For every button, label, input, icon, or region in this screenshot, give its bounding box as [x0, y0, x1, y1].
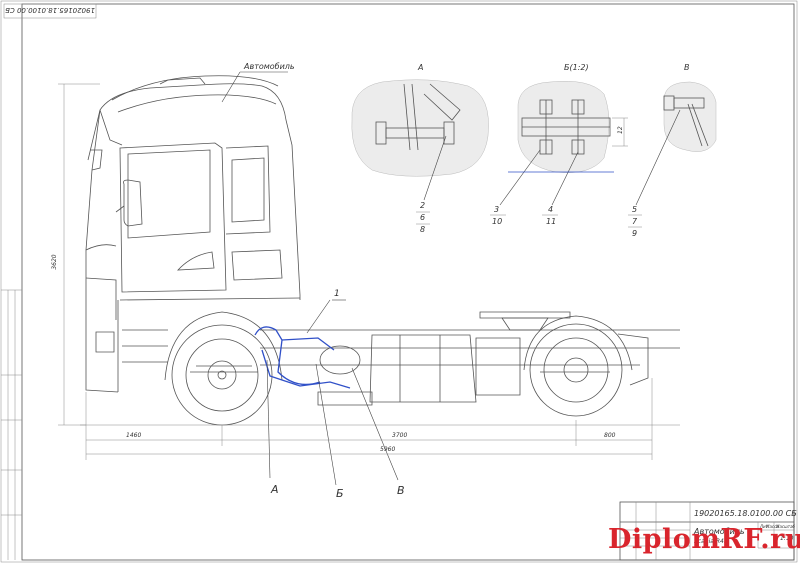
dimension-lines [58, 83, 653, 460]
detail-b-title: Б(1:2) [564, 63, 589, 72]
top-stamp: 19020165.18.0100.00 СБ [3, 3, 97, 19]
callout-1: 1 [334, 289, 340, 299]
dim-rear-overhang: 800 [604, 432, 616, 439]
detail-b-dim: 12 [617, 126, 624, 134]
detail-v-part-2: 9 [632, 229, 637, 238]
dim-wheelbase: 3700 [392, 432, 407, 439]
detail-b-part-left-1: 10 [492, 217, 502, 226]
title-block-name: Автомобиль [693, 527, 745, 536]
callout-a: А [270, 483, 279, 496]
title-block-sub: Scania R4... [694, 538, 730, 545]
vehicle-label: Автомобиль [243, 62, 295, 71]
detail-a [351, 79, 489, 201]
left-margin-strip [1, 289, 22, 560]
detail-a-title: А [417, 63, 423, 72]
title-block-col-2: Масштаб [776, 524, 796, 529]
title-block-code: 19020165.18.0100.00 СБ [694, 509, 797, 518]
detail-b-part-right-0: 4 [548, 205, 553, 214]
dim-overall: 5960 [380, 446, 395, 453]
truck-side-view [80, 75, 680, 426]
detail-b-part-right-1: 11 [546, 217, 556, 226]
detail-b-part-left-0: 3 [494, 205, 499, 214]
detail-a-part-0: 2 [420, 201, 425, 210]
detail-v [635, 81, 717, 206]
top-stamp-code: 19020165.18.0100.00 СБ [5, 6, 95, 14]
title-block [619, 501, 795, 561]
detail-v-title: В [684, 63, 690, 72]
detail-v-part-1: 7 [632, 217, 638, 226]
title-block-scale: 1:10 [780, 535, 794, 542]
callout-b: Б [336, 487, 344, 500]
callout-v: В [397, 484, 405, 497]
inner-frame [21, 3, 795, 561]
watermark-logo: DiplomRF.ru [608, 524, 800, 555]
detail-a-part-1: 6 [420, 213, 425, 222]
detail-v-part-0: 5 [632, 205, 637, 214]
detail-a-part-2: 8 [420, 225, 425, 234]
title-block-col-1: Масса [766, 524, 779, 529]
callout-leaders [266, 299, 399, 486]
dim-height: 3620 [51, 254, 58, 269]
title-block-col-0: Лит. [759, 524, 769, 529]
dim-front-overhang: 1460 [126, 432, 141, 439]
detail-b [499, 81, 628, 206]
